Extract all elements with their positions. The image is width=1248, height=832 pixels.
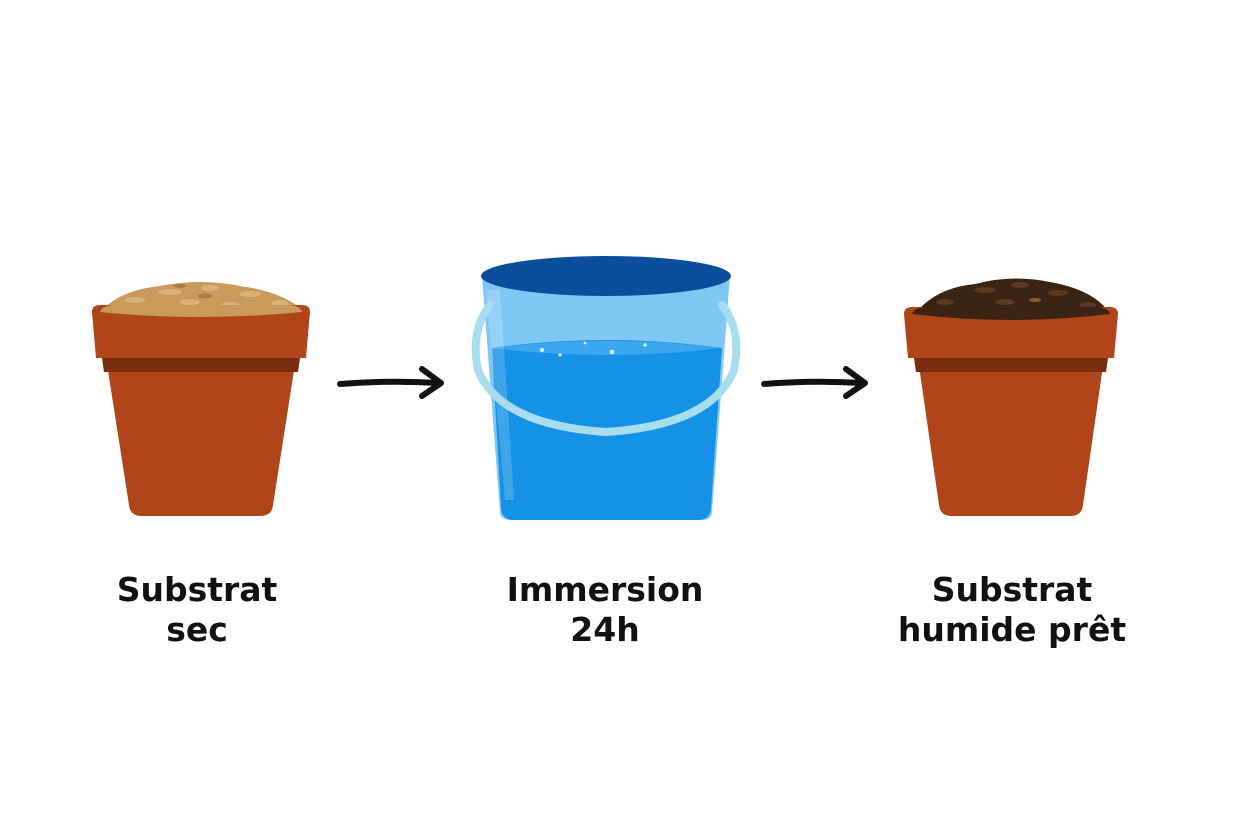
water-bucket-icon xyxy=(471,256,741,520)
arrow-right-icon xyxy=(337,366,444,399)
step-label-wet-substrate: Substrat humide prêt xyxy=(862,570,1162,650)
step-label-dry-substrate: Substrat sec xyxy=(47,570,347,650)
step-label-line: 24h xyxy=(570,610,640,649)
step-label-line: humide prêt xyxy=(897,610,1127,649)
step-label-line: Substrat xyxy=(116,570,278,609)
step-label-immersion: Immersion 24h xyxy=(455,570,755,650)
step-label-line: Substrat xyxy=(931,570,1093,609)
step-label-line: sec xyxy=(166,610,228,649)
step-label-line: Immersion xyxy=(506,570,704,609)
pot-dry-substrate-icon xyxy=(92,282,310,516)
pot-wet-substrate-icon xyxy=(904,278,1118,516)
arrow-right-icon xyxy=(761,366,868,399)
